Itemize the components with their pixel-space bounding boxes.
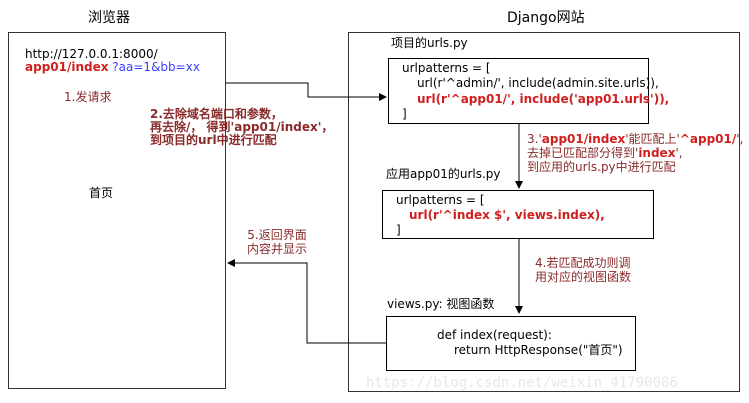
django-title: Django网站: [507, 10, 585, 26]
views-box: [386, 316, 636, 371]
step3-text: 3.'app01/index'能匹配上'^app01/', 去掉已匹配部分得到'…: [527, 132, 744, 174]
step2-text: 2.去除域名端口和参数， 再去除/， 得到'app01/index'， 到项目的…: [150, 107, 334, 148]
step3-line2: 去掉已匹配部分得到'index',: [527, 145, 743, 161]
browser-home-label: 首页: [89, 186, 114, 200]
project-urls-line2: url(r'^admin/', include(admin.site.urls)…: [417, 76, 659, 90]
step5-line1: 5.返回界面: [247, 228, 307, 242]
step4-line2: 用对应的视图函数: [535, 269, 632, 284]
browser-url-path: app01/index: [25, 60, 109, 74]
step3-line1-red1: app01/index: [541, 132, 626, 146]
step5-line2: 内容并显示: [247, 241, 308, 256]
arrow-browser-to-project: [226, 82, 387, 101]
browser-frame: [8, 32, 226, 389]
step3-line1-red2: ^app01/: [679, 132, 737, 146]
step4-text: 4.若匹配成功则调 用对应的视图函数: [535, 256, 632, 285]
step3-line1: 3.'app01/index'能匹配上'^app01/',: [527, 132, 744, 147]
project-urls-title: 项目的urls.py: [391, 36, 468, 50]
app-urls-title: 应用app01的urls.py: [386, 167, 501, 181]
app-urls-box: [382, 190, 654, 239]
views-title: views.py: 视图函数: [387, 297, 495, 311]
views-line2: return HttpResponse("首页"): [454, 343, 623, 357]
project-urls-box: [388, 58, 649, 124]
browser-title: 浏览器: [88, 10, 130, 26]
step4-line1: 4.若匹配成功则调: [535, 256, 631, 270]
step1-label: 1.发请求: [64, 90, 112, 104]
app-urls-line1: urlpatterns = [: [396, 193, 485, 207]
step2-line3: 到项目的url中进行匹配: [150, 133, 277, 148]
step3-line2-suffix: ',: [675, 145, 683, 160]
step3-line1-mid: '能匹配上': [625, 132, 680, 146]
arrow-views-to-browser: [227, 259, 386, 344]
step3-line3: 到应用的urls.py中进行匹配: [527, 159, 676, 174]
project-urls-line3: url(r'^app01/', include('app01.urls')),: [417, 92, 670, 106]
project-urls-line1: urlpatterns = [: [402, 61, 491, 75]
views-line1: def index(request):: [437, 328, 552, 342]
step2-line1: 2.去除域名端口和参数，: [150, 107, 283, 121]
step2-line2: 再去除/， 得到'app01/index'，: [150, 120, 334, 135]
project-urls-line4: ]: [402, 107, 407, 121]
browser-url-line2: app01/index ?aa=1&bb=xx: [25, 60, 200, 75]
browser-url-line1: http://127.0.0.1:8000/: [25, 47, 158, 61]
watermark-text: https://blog.csdn.net/weixin_41790086: [366, 375, 678, 391]
step3-line2-red: index: [638, 145, 676, 160]
app-urls-line3: ]: [396, 223, 401, 237]
step3-line1-prefix: 3.': [527, 132, 542, 146]
browser-url-query: ?aa=1&bb=xx: [108, 60, 200, 74]
app-urls-line2: url(r'^index $', views.index),: [409, 208, 605, 222]
step5-text: 5.返回界面 内容并显示: [247, 228, 308, 257]
step3-line2-prefix: 去掉已匹配部分得到': [527, 145, 639, 160]
step3-line1-suffix: ',: [736, 132, 744, 146]
